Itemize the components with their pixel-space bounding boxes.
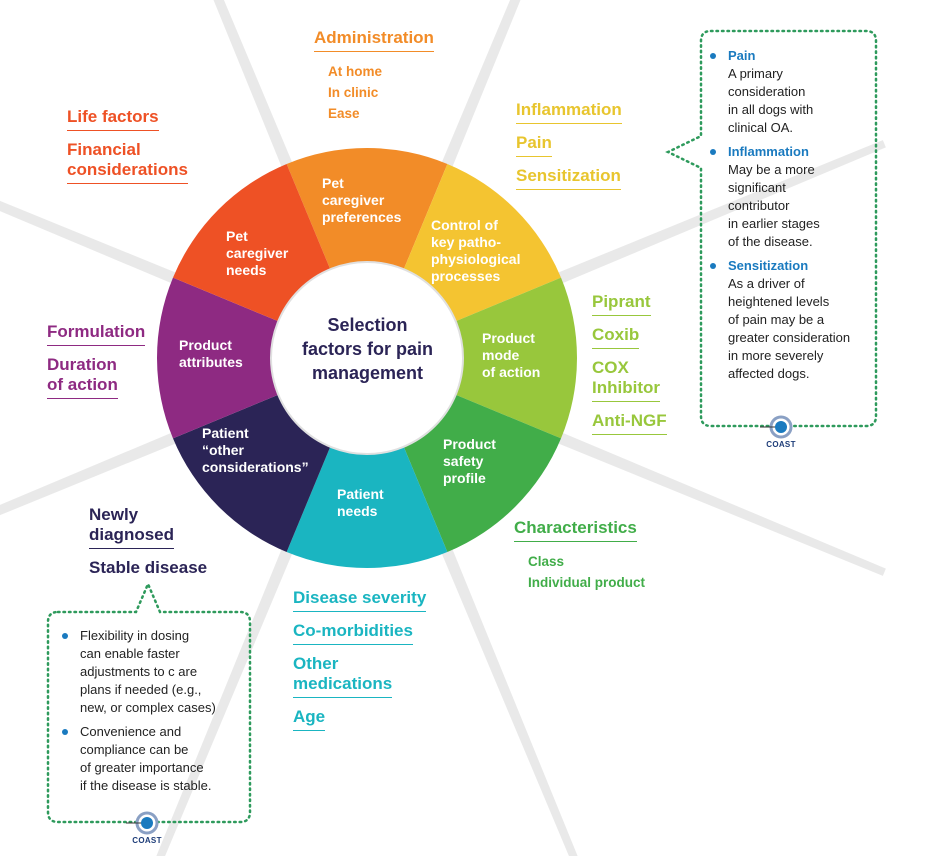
callout-item-convenience: Convenience and compliance can be of gre…: [60, 723, 250, 795]
group-heading: Life factors: [67, 107, 188, 131]
segment-pet-caregiver-needs: [172, 163, 331, 322]
callout-item-title: Pain: [728, 48, 756, 63]
coast-logo-right-label: COAST: [761, 440, 801, 449]
coast-logo-right: [760, 415, 793, 439]
background-ray: [440, 0, 521, 170]
group-subitem: In clinic: [328, 85, 379, 100]
segment-label-product-mode-of-action: Product mode of action: [482, 330, 541, 380]
group-heading: Age: [293, 707, 426, 731]
callout-item-body: Convenience and compliance can be of gre…: [80, 724, 212, 793]
group-heading: Sensitization: [516, 166, 622, 190]
bullet-icon: [710, 263, 716, 269]
segment-patient-other-considerations: [172, 394, 331, 553]
callout-item-body: May be a more significant contributor in…: [728, 162, 820, 249]
callout-right-border: [665, 29, 878, 428]
segment-label-pet-caregiver-preferences: Pet caregiver preferences: [322, 175, 402, 225]
group-heading: Piprant: [592, 292, 667, 316]
background-ray: [0, 200, 179, 285]
callout-item-body: As a driver of heightened levels of pain…: [728, 276, 851, 381]
group-heading: Formulation: [47, 322, 146, 346]
bullet-icon: [710, 149, 716, 155]
center-circle: [270, 261, 464, 455]
callout-item-sensitization: Sensitization As a driver of heightened …: [708, 257, 873, 383]
callout-item-flexibility: Flexibility in dosing can enable faster …: [60, 627, 250, 717]
wheel-segments: [157, 147, 578, 569]
callout-item-body: A primary consideration in all dogs with…: [728, 66, 814, 135]
group-heading: Newly diagnosed: [89, 505, 207, 549]
segment-label-patient-needs: Patient needs: [337, 486, 384, 519]
group-heading: Coxib: [592, 325, 667, 349]
group-heading: Stable disease: [89, 558, 208, 577]
background-ray: [555, 140, 886, 285]
group-heading: Co-morbidities: [293, 621, 426, 645]
segment-patient-needs: [286, 446, 448, 569]
segment-product-safety-profile: [403, 394, 562, 553]
segment-control-of-key-pathophysiological-processes: [403, 163, 562, 322]
segment-label-product-safety-profile: Product safety profile: [443, 436, 496, 486]
background-ray: [440, 546, 578, 856]
center-title: Selection factors for pain management: [301, 315, 434, 383]
group-heading: Pain: [516, 133, 622, 157]
callout-item-pain: Pain A primary consideration in all dogs…: [708, 47, 873, 137]
background-ray: [555, 431, 886, 576]
group-heading: Administration: [314, 28, 434, 52]
segment-label-control-of-key-pathophysiological-processes: Control of key patho- physiological proc…: [431, 217, 521, 284]
group-heading: Characteristics: [514, 518, 645, 542]
group-heading: Inflammation: [516, 100, 622, 124]
segment-label-pet-caregiver-needs: Pet caregiver needs: [226, 228, 289, 278]
coast-wordmark: COAST: [132, 836, 162, 845]
background-ray: [156, 546, 294, 856]
bullet-icon: [710, 53, 716, 59]
group-subitem: Ease: [328, 106, 360, 121]
bullet-icon: [62, 633, 68, 639]
background-ray: [0, 431, 179, 516]
group-subitem: Class: [528, 554, 565, 569]
group-heading: Financial considerations: [67, 140, 188, 184]
segment-label-patient-other-considerations: Patient “other considerations”: [202, 425, 309, 475]
group-subitem: At home: [328, 64, 382, 79]
bullet-icon: [62, 729, 68, 735]
callout-item-body: Flexibility in dosing can enable faster …: [80, 628, 216, 715]
callout-item-inflammation: Inflammation May be a more significant c…: [708, 143, 873, 251]
coast-logo-left-label: COAST: [127, 836, 167, 845]
callout-right-text: Pain A primary consideration in all dogs…: [708, 47, 873, 389]
group-heading: Duration of action: [47, 355, 145, 399]
segment-product-attributes: [157, 277, 279, 439]
coast-logo-left: [126, 811, 159, 835]
callout-left-border: [46, 580, 252, 824]
segment-label-product-attributes: Product attributes: [179, 337, 243, 370]
callout-item-title: Inflammation: [728, 144, 809, 159]
group-heading: Other medications: [293, 654, 426, 698]
background-ray: [213, 0, 294, 170]
group-heading: COX Inhibitor: [592, 358, 667, 402]
group-heading: Anti-NGF: [592, 411, 667, 435]
callout-item-title: Sensitization: [728, 258, 809, 273]
callout-left-text: Flexibility in dosing can enable faster …: [60, 627, 250, 801]
group-subitem: Individual product: [528, 575, 645, 590]
group-heading: Disease severity: [293, 588, 427, 612]
background-rays: [0, 0, 886, 856]
segment-pet-caregiver-preferences: [286, 147, 448, 270]
segment-product-mode-of-action: [455, 277, 578, 439]
coast-wordmark: COAST: [766, 440, 796, 449]
